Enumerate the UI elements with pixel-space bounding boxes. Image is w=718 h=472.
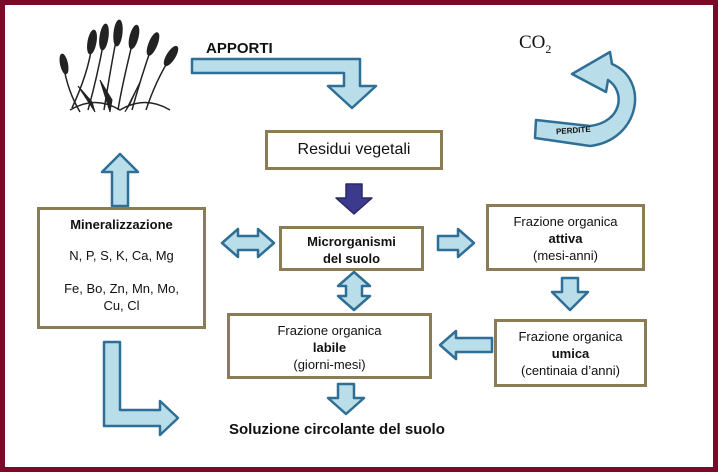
labile-line1: Frazione organica xyxy=(277,323,382,338)
mineralizzazione-microrganismi-double-arrow xyxy=(220,227,276,259)
residui-to-microrganismi-arrow xyxy=(335,183,373,215)
mineralizzazione-up-arrow xyxy=(100,152,140,208)
umica-line3: (centinaia d’anni) xyxy=(520,363,620,378)
labile-line2: labile xyxy=(312,340,347,355)
mineralizzazione-down-right-arrow xyxy=(102,340,180,437)
attiva-to-umica-arrow xyxy=(550,276,590,312)
co2-subscript: 2 xyxy=(545,41,552,56)
mineralizzazione-title: Mineralizzazione xyxy=(70,217,173,232)
mineralizzazione-line1: N, P, S, K, Ca, Mg xyxy=(69,248,174,263)
microrganismi-labile-double-arrow xyxy=(336,270,372,312)
mineralizzazione-box: Mineralizzazione N, P, S, K, Ca, Mg Fe, … xyxy=(37,207,206,329)
frazione-umica-box: Frazione organica umica (centinaia d’ann… xyxy=(494,319,647,387)
co2-main: CO xyxy=(519,32,546,53)
residui-vegetali-box: Residui vegetali xyxy=(265,130,443,170)
labile-to-soluzione-arrow xyxy=(326,382,366,416)
co2-label: CO2 xyxy=(519,32,551,57)
mineralizzazione-line3: Cu, Cl xyxy=(103,298,140,313)
apporti-label: APPORTI xyxy=(206,40,273,57)
mineralizzazione-line2: Fe, Bo, Zn, Mn, Mo, xyxy=(64,281,179,296)
umica-line2: umica xyxy=(551,346,590,361)
attiva-line1: Frazione organica xyxy=(513,214,618,229)
curved-arrow-icon xyxy=(533,50,637,148)
wheat-plant-icon xyxy=(59,19,179,113)
attiva-line3: (mesi-anni) xyxy=(532,248,598,263)
frazione-attiva-box: Frazione organica attiva (mesi-anni) xyxy=(486,204,645,271)
frazione-labile-box: Frazione organica labile (giorni-mesi) xyxy=(227,313,432,379)
microrganismi-line1: Microrganismi xyxy=(307,234,396,249)
residui-vegetali-text: Residui vegetali xyxy=(297,141,411,158)
soluzione-label: Soluzione circolante del suolo xyxy=(229,421,445,438)
microrganismi-line2: del suolo xyxy=(322,251,381,266)
umica-to-labile-arrow xyxy=(438,329,494,361)
microrganismi-box: Microrganismi del suolo xyxy=(279,226,424,271)
apporti-arrow xyxy=(190,57,378,110)
microrganismi-to-attiva-arrow xyxy=(436,227,476,259)
umica-line1: Frazione organica xyxy=(518,329,623,344)
labile-line3: (giorni-mesi) xyxy=(293,357,366,372)
attiva-line2: attiva xyxy=(548,231,583,246)
